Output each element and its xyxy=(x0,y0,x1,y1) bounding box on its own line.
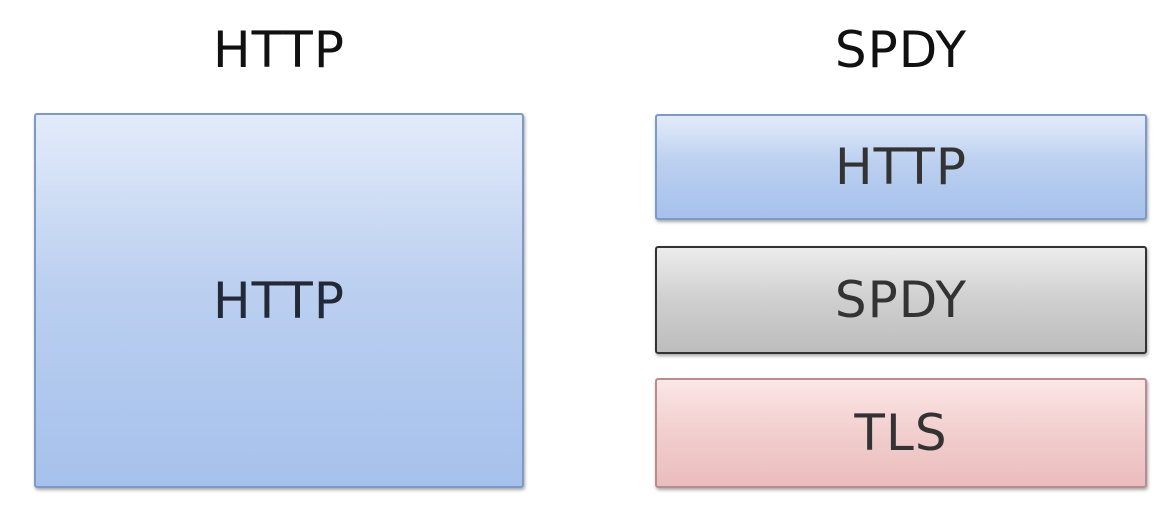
spdy-stack-http-label: HTTP xyxy=(835,138,967,196)
http-stack-title: HTTP xyxy=(213,21,345,79)
http-layer-box: HTTP xyxy=(34,113,524,488)
spdy-stack-tls-label: TLS xyxy=(854,404,948,462)
spdy-stack-spdy-layer: SPDY xyxy=(655,246,1147,354)
spdy-stack-tls-layer: TLS xyxy=(655,378,1147,488)
spdy-stack-spdy-label: SPDY xyxy=(834,271,968,329)
http-layer-label: HTTP xyxy=(213,271,345,330)
spdy-stack-title: SPDY xyxy=(834,21,968,79)
spdy-stack-http-layer: HTTP xyxy=(655,114,1147,220)
